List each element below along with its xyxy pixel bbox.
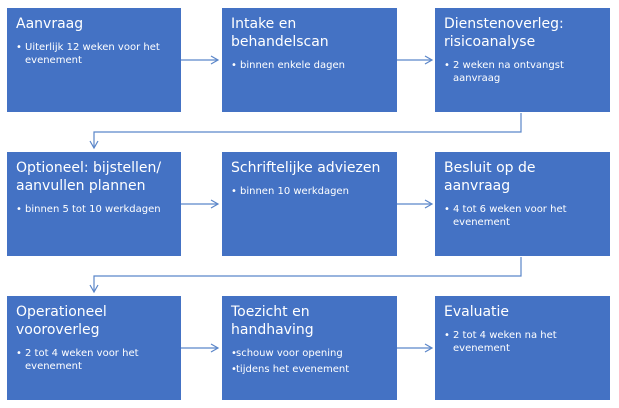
step-bullet: binnen 5 tot 10 werkdagen	[16, 203, 173, 216]
step-bullets: Uiterlijk 12 weken voor het evenement	[16, 41, 173, 67]
step-bullets: 2 weken na ontvangst aanvraag	[444, 59, 602, 85]
step-title: Evaluatie	[444, 304, 510, 320]
step-operationeel-vooroverleg: Operationeel vooroverleg 2 tot 4 weken v…	[7, 296, 181, 400]
step-bullet: 2 tot 4 weken na het evenement	[444, 329, 602, 355]
step-bullets: 2 tot 4 weken na het evenement	[444, 329, 602, 355]
step-evaluatie: Evaluatie 2 tot 4 weken na het evenement	[435, 296, 610, 400]
step-bullets: 4 tot 6 weken voor het evenement	[444, 203, 602, 229]
step-toezicht-en-handhaving: Toezicht en handhaving schouw voor openi…	[222, 296, 397, 400]
step-title: Optioneel: bijstellen/ aanvullen plannen	[16, 160, 162, 194]
step-bullets: binnen 5 tot 10 werkdagen	[16, 203, 173, 216]
step-bullets: 2 tot 4 weken voor het evenement	[16, 347, 173, 373]
step-dienstenoverleg: Dienstenoverleg: risicoanalyse 2 weken n…	[435, 8, 610, 112]
step-title: Intake en behandelscan	[231, 16, 329, 50]
step-bullet: Uiterlijk 12 weken voor het evenement	[16, 41, 173, 67]
step-title: Dienstenoverleg: risicoanalyse	[444, 16, 564, 50]
step-title: Aanvraag	[16, 16, 84, 32]
step-aanvraag: Aanvraag Uiterlijk 12 weken voor het eve…	[7, 8, 181, 112]
step-bullet: 4 tot 6 weken voor het evenement	[444, 203, 602, 229]
step-bullet: 2 tot 4 weken voor het evenement	[16, 347, 173, 373]
step-bullets: binnen 10 werkdagen	[231, 185, 389, 198]
step-bullet: binnen enkele dagen	[231, 59, 389, 72]
step-schriftelijke-adviezen: Schriftelijke adviezen binnen 10 werkdag…	[222, 152, 397, 256]
step-bullets: schouw voor opening tijdens het evenemen…	[231, 347, 389, 376]
step-besluit-op-de-aanvraag: Besluit op de aanvraag 4 tot 6 weken voo…	[435, 152, 610, 256]
step-title: Operationeel vooroverleg	[16, 304, 107, 338]
step-bullet: schouw voor opening	[231, 347, 389, 360]
arrow-dienstenoverleg-to-optioneel	[89, 113, 522, 150]
step-title: Schriftelijke adviezen	[231, 160, 381, 176]
step-bullets: binnen enkele dagen	[231, 59, 389, 72]
step-bullet: tijdens het evenement	[231, 363, 389, 376]
step-bullet: 2 weken na ontvangst aanvraag	[444, 59, 602, 85]
step-title: Toezicht en handhaving	[231, 304, 314, 338]
arrow-besluit-to-operationeel	[89, 257, 522, 294]
step-bullet: binnen 10 werkdagen	[231, 185, 389, 198]
step-optioneel-bijstellen: Optioneel: bijstellen/ aanvullen plannen…	[7, 152, 181, 256]
step-title: Besluit op de aanvraag	[444, 160, 536, 194]
step-intake-en-behandelscan: Intake en behandelscan binnen enkele dag…	[222, 8, 397, 112]
